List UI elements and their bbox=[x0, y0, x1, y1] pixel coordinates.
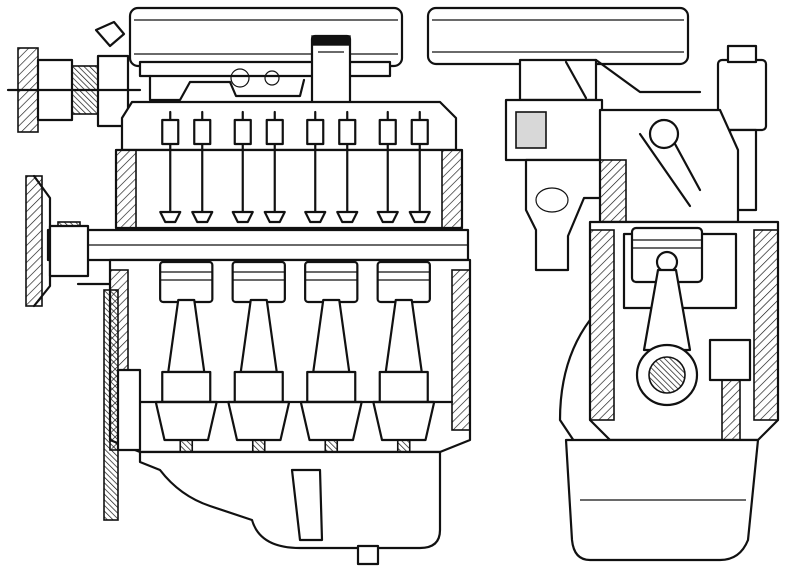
timing-cover bbox=[103, 289, 142, 521]
connecting-rod bbox=[378, 298, 429, 404]
piston bbox=[376, 260, 431, 304]
pistons-and-rods bbox=[126, 260, 454, 463]
piston bbox=[231, 260, 286, 304]
oil-pan bbox=[138, 450, 442, 566]
camshaft-pulley bbox=[6, 20, 142, 133]
crankshaft-pulley bbox=[25, 174, 132, 308]
connecting-rod bbox=[233, 298, 284, 404]
crankcase-side bbox=[558, 318, 752, 452]
oil-pan-side bbox=[564, 438, 760, 562]
carburettor bbox=[504, 58, 604, 162]
connecting-rod-side bbox=[635, 268, 699, 407]
manifolds bbox=[524, 58, 702, 272]
piston-side bbox=[630, 226, 704, 284]
camshaft bbox=[46, 221, 470, 271]
piston bbox=[159, 260, 214, 304]
air-filter-housing bbox=[128, 6, 404, 78]
transverse-section-view bbox=[426, 6, 780, 562]
longitudinal-section-view bbox=[6, 6, 472, 566]
connecting-rod bbox=[306, 298, 357, 404]
valve bbox=[304, 110, 327, 224]
intake-manifold bbox=[148, 68, 306, 102]
valve bbox=[376, 110, 399, 224]
distributor bbox=[716, 44, 768, 212]
valve-train bbox=[159, 110, 431, 224]
valve bbox=[408, 110, 431, 224]
valve bbox=[191, 110, 214, 224]
oil-filler-cap bbox=[310, 34, 352, 108]
connecting-rod bbox=[161, 298, 212, 404]
valve bbox=[231, 110, 254, 224]
cylinder-head-side bbox=[598, 108, 740, 224]
valve bbox=[336, 110, 359, 224]
air-filter-housing-side bbox=[426, 6, 690, 66]
piston bbox=[304, 260, 359, 304]
valve bbox=[159, 110, 182, 224]
valve bbox=[263, 110, 286, 224]
